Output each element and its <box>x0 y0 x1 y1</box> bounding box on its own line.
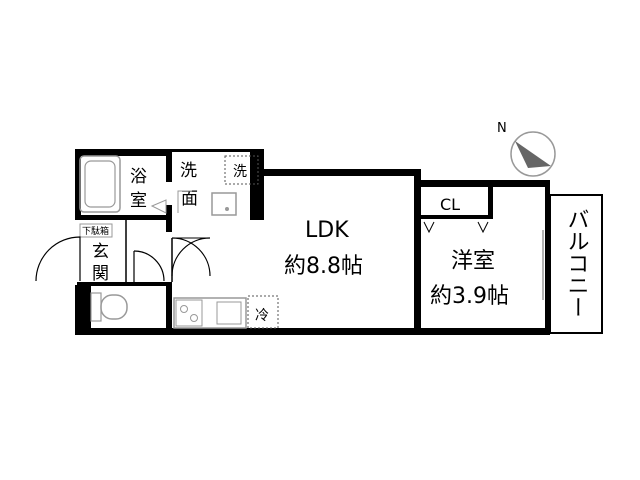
compass-north-label: N <box>497 121 507 136</box>
shoe-box <box>79 223 113 238</box>
washer-space <box>224 155 259 185</box>
bath-label-line2: 室 <box>130 191 147 211</box>
ldk-name: LDK <box>305 218 349 243</box>
ldk-area: 約8.8帖 <box>284 254 363 279</box>
entrance: 下駄箱 玄 関 <box>35 218 165 284</box>
walls <box>75 149 550 335</box>
bathtub-icon <box>79 155 121 213</box>
balcony-outline <box>549 194 603 334</box>
bath-door-icon <box>150 199 167 214</box>
closet-label: CL <box>440 195 460 214</box>
toilet-tank <box>90 292 102 322</box>
washer-mark: 洗 <box>233 164 247 180</box>
ldk-door-swing <box>171 237 211 277</box>
bath-label-line1: 浴 <box>130 167 147 187</box>
balcony: バルコニー <box>549 194 603 334</box>
entrance-label-line1: 玄 <box>92 242 109 262</box>
kitchen-sink-icon <box>216 301 242 325</box>
stove-icon <box>175 299 203 327</box>
shoe-box-label: 下駄箱 <box>82 225 109 237</box>
ldk: 冷 LDK 約8.8帖 <box>171 218 363 329</box>
sink-icon <box>211 192 237 216</box>
kitchen-counter <box>173 297 247 329</box>
toilet-icon <box>100 294 128 320</box>
washroom: 洗 面 洗 <box>177 155 259 216</box>
western-room-area: 約3.9帖 <box>430 284 509 309</box>
washroom-door-icon <box>177 190 192 213</box>
compass-needle-icon <box>515 141 551 168</box>
balcony-label: バルコニー <box>564 208 589 318</box>
fridge-mark: 冷 <box>255 308 269 324</box>
bathroom: 浴 室 <box>79 155 167 214</box>
entrance-door-swing <box>35 236 81 282</box>
washroom-label-line1: 洗 <box>180 161 197 181</box>
compass: N <box>497 121 556 177</box>
western-room-name: 洋室 <box>451 249 495 274</box>
entrance-label-line2: 関 <box>92 264 109 284</box>
fridge-space <box>247 295 279 329</box>
western-room: CL 洋室 約3.9帖 <box>415 195 544 309</box>
toilet <box>90 292 128 322</box>
washroom-label-line2: 面 <box>181 189 198 209</box>
